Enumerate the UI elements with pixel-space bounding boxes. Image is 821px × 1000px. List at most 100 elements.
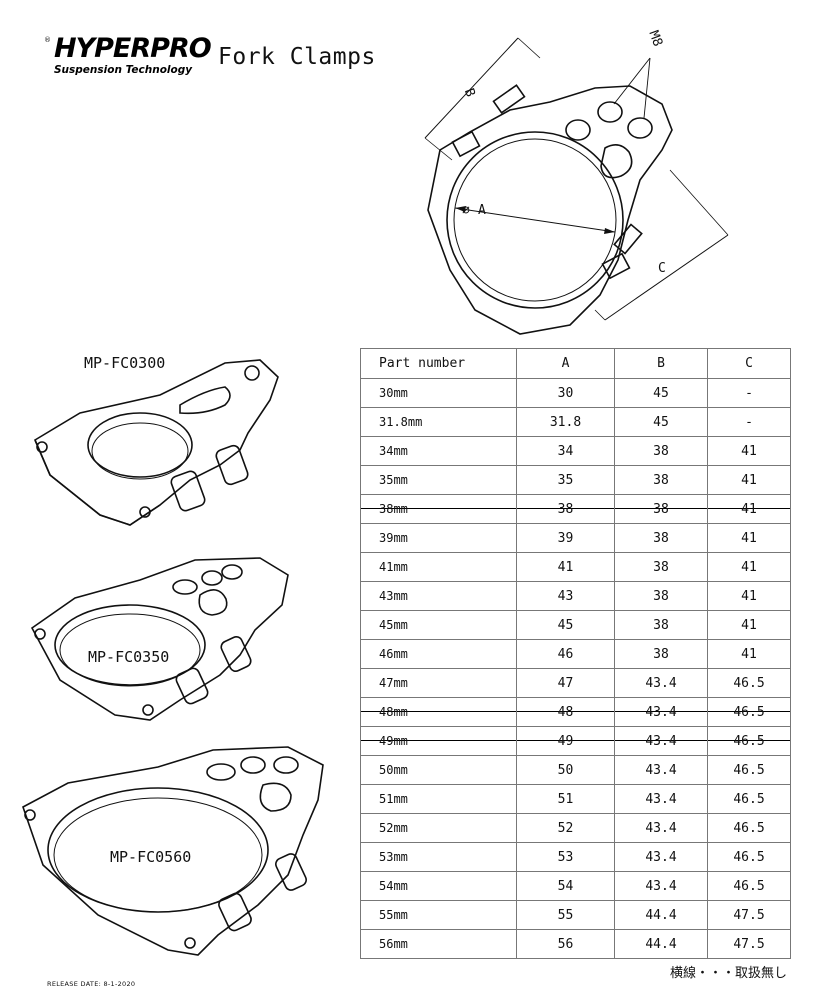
bolt-size-label: M8 [646, 29, 665, 49]
cell-c: 46.5 [707, 697, 791, 727]
dim-a-label: A [478, 203, 486, 218]
clamp-outline [427, 85, 673, 335]
cell-c: 46.5 [707, 813, 791, 843]
cell-c: 41 [707, 494, 791, 524]
cell-b: 43.4 [614, 784, 708, 814]
cell-b: 38 [614, 523, 708, 553]
cell-a: 34 [516, 436, 615, 466]
cell-b: 44.4 [614, 900, 708, 930]
hyperpro-logo: ® HYPERPRO Suspension Technology [44, 34, 212, 82]
cell-c: 41 [707, 523, 791, 553]
dim-b-label: B [461, 86, 478, 99]
bolt-hole [565, 119, 591, 141]
cell-b: 43.4 [614, 813, 708, 843]
page-title: Fork Clamps [218, 44, 376, 70]
cell-part-number: 54mm [360, 871, 517, 901]
logo-wordmark: HYPERPRO [54, 33, 212, 64]
cell-b: 43.4 [614, 871, 708, 901]
cell-a: 43 [516, 581, 615, 611]
cell-part-number: 46mm [360, 639, 517, 669]
cell-c: 47.5 [707, 929, 791, 959]
cell-part-number: 49mm [360, 726, 517, 756]
cell-a: 41 [516, 552, 615, 582]
header-c: C [707, 348, 791, 379]
cell-c: 47.5 [707, 900, 791, 930]
cell-c: 46.5 [707, 871, 791, 901]
cell-a: 45 [516, 610, 615, 640]
cell-b: 43.4 [614, 697, 708, 727]
table-header-row: Part number A B C [360, 348, 791, 379]
cell-c: 41 [707, 610, 791, 640]
cell-c: - [707, 407, 791, 437]
cell-part-number: 45mm [360, 610, 517, 640]
boss-top [451, 130, 481, 158]
cell-a: 49 [516, 726, 615, 756]
cell-a: 30 [516, 378, 615, 408]
clamp-illustration-fc0350 [30, 557, 289, 721]
cell-b: 38 [614, 465, 708, 495]
header-b: B [614, 348, 708, 379]
cell-part-number: 55mm [360, 900, 517, 930]
model-label-fc0560: MP-FC0560 [110, 848, 192, 866]
cell-c: 41 [707, 465, 791, 495]
cell-a: 39 [516, 523, 615, 553]
cell-part-number: 41mm [360, 552, 517, 582]
cell-a: 35 [516, 465, 615, 495]
cell-b: 38 [614, 581, 708, 611]
cell-part-number: 48mm [360, 697, 517, 727]
cell-c: 41 [707, 581, 791, 611]
dim-c-label: C [658, 261, 666, 276]
cell-a: 46 [516, 639, 615, 669]
cell-part-number: 30mm [360, 378, 517, 408]
cell-c: 46.5 [707, 668, 791, 698]
cell-a: 53 [516, 842, 615, 872]
header-part-number: Part number [360, 348, 517, 379]
cell-part-number: 43mm [360, 581, 517, 611]
cell-part-number: 56mm [360, 929, 517, 959]
cell-b: 43.4 [614, 755, 708, 785]
cell-c: 46.5 [707, 726, 791, 756]
cell-a: 31.8 [516, 407, 615, 437]
logo-tagline: Suspension Technology [54, 64, 193, 76]
cell-part-number: 47mm [360, 668, 517, 698]
cell-part-number: 35mm [360, 465, 517, 495]
cell-part-number: 52mm [360, 813, 517, 843]
cell-a: 38 [516, 494, 615, 524]
cell-part-number: 34mm [360, 436, 517, 466]
cell-c: 41 [707, 436, 791, 466]
cell-b: 43.4 [614, 726, 708, 756]
cell-b: 38 [614, 610, 708, 640]
cell-b: 45 [614, 378, 708, 408]
cell-b: 43.4 [614, 842, 708, 872]
cell-c: 46.5 [707, 784, 791, 814]
cell-part-number: 51mm [360, 784, 517, 814]
cell-b: 38 [614, 639, 708, 669]
bore-circle [446, 131, 624, 309]
cell-c: 41 [707, 552, 791, 582]
cell-a: 51 [516, 784, 615, 814]
cell-b: 38 [614, 494, 708, 524]
cell-c: 41 [707, 639, 791, 669]
model-label-fc0350: MP-FC0350 [88, 648, 170, 666]
header-a: A [516, 348, 615, 379]
registered-mark: ® [44, 36, 51, 44]
cell-part-number: 39mm [360, 523, 517, 553]
cell-part-number: 50mm [360, 755, 517, 785]
cell-b: 45 [614, 407, 708, 437]
